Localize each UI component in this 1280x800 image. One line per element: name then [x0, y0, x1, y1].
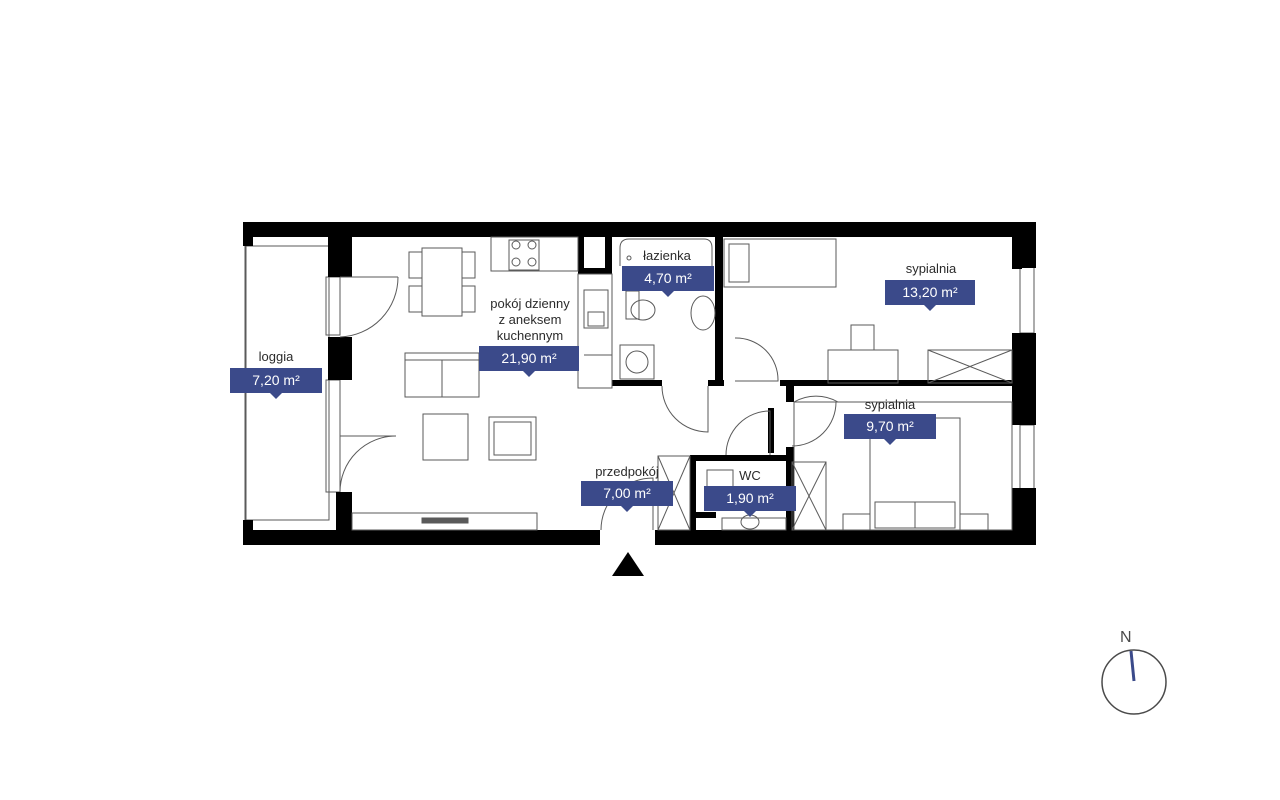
walls [243, 222, 1036, 545]
area-badge-hall: 7,00 m² [581, 481, 673, 512]
label-bedroom1: sypialnia [905, 261, 957, 276]
label-wc: WC [739, 468, 761, 483]
window-bedroom2 [1019, 424, 1035, 490]
area-loggia: 7,20 m² [252, 372, 300, 388]
area-badge-wc: 1,90 m² [704, 486, 796, 517]
label-living-2: z aneksem [498, 312, 562, 327]
badge-pointer [924, 305, 936, 311]
area-living: 21,90 m² [501, 350, 557, 366]
area-bathroom: 4,70 m² [644, 270, 692, 286]
label-hall: przedpokój [595, 464, 659, 479]
badge-pointer [621, 506, 633, 512]
area-badge-bedroom2: 9,70 m² [844, 414, 936, 445]
label-living-3: kuchennym [496, 328, 564, 343]
label-bathroom: łazienka [643, 248, 691, 263]
label-bedroom2: sypialnia [864, 397, 916, 412]
badge-pointer [523, 371, 535, 377]
badge-pointer [662, 291, 674, 297]
window-bedroom1 [1019, 266, 1035, 334]
badge-pointer [884, 439, 896, 445]
entrance-arrow-icon [612, 552, 644, 576]
area-bedroom1: 13,20 m² [902, 284, 958, 300]
window-living-1 [325, 276, 341, 336]
area-badge-loggia: 7,20 m² [230, 368, 322, 399]
area-wc: 1,90 m² [726, 490, 774, 506]
label-loggia: loggia [258, 349, 294, 364]
north-compass-icon [1101, 649, 1167, 715]
fixtures [339, 236, 1013, 531]
badge-pointer [270, 393, 282, 399]
area-badge-living: 21,90 m² [479, 346, 579, 377]
compass-north-label: N [1120, 629, 1132, 646]
area-hall: 7,00 m² [603, 485, 651, 501]
area-badge-bedroom1: 13,20 m² [885, 280, 975, 311]
badge-pointer [744, 511, 756, 517]
window-living-2 [325, 379, 341, 493]
area-bedroom2: 9,70 m² [866, 418, 914, 434]
label-living-1: pokój dzienny [490, 296, 570, 311]
area-badge-bathroom: 4,70 m² [622, 266, 714, 297]
